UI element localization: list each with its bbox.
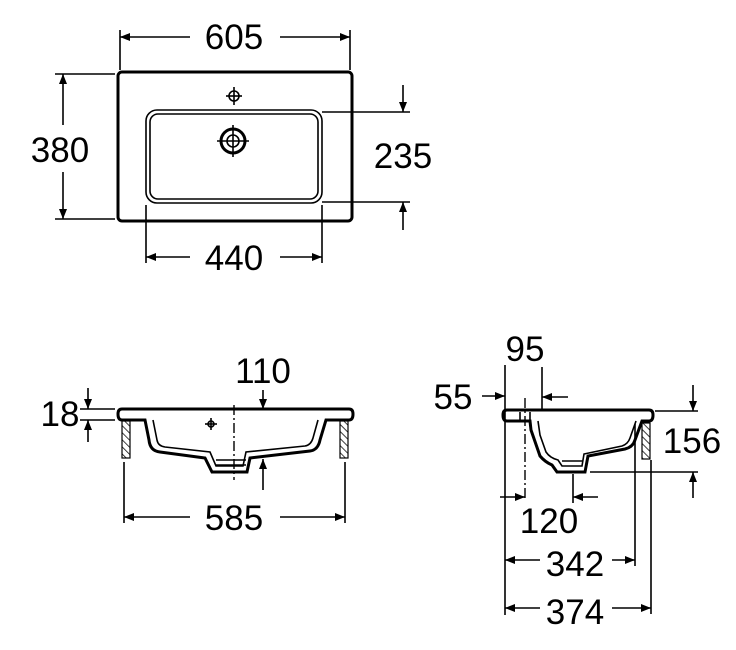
wall-right xyxy=(339,420,349,459)
dim-bowl-depth: 235 xyxy=(374,137,432,176)
dim-height: 156 xyxy=(663,422,721,461)
top-view: 605 380 235 440 xyxy=(31,18,432,278)
front-view: 18 110 585 xyxy=(41,352,355,538)
basin-side-profile xyxy=(501,408,655,474)
wall xyxy=(641,422,651,460)
side-view: 55 95 156 120 342 374 xyxy=(434,330,722,632)
dim-offset-95: 95 xyxy=(506,330,545,369)
wall-left xyxy=(121,420,131,459)
dim-rim-thickness: 18 xyxy=(41,395,80,434)
tap-hole-icon xyxy=(226,87,242,105)
dim-depth: 380 xyxy=(31,131,89,170)
basin-profile xyxy=(116,407,355,474)
dim-depth-342: 342 xyxy=(546,545,604,584)
dim-bowl-width: 440 xyxy=(205,239,263,278)
dim-width: 605 xyxy=(205,18,263,57)
dim-offset-55: 55 xyxy=(434,378,473,417)
dim-depth-374: 374 xyxy=(546,593,604,632)
basin-outline xyxy=(116,70,354,223)
dim-drain-distance: 120 xyxy=(520,502,578,541)
bowl-outline xyxy=(145,109,323,204)
dim-width-under-rim: 585 xyxy=(205,499,263,538)
tap-hole-icon xyxy=(205,418,217,430)
drain-icon xyxy=(217,125,249,157)
dim-drain-offset: 110 xyxy=(235,352,291,391)
